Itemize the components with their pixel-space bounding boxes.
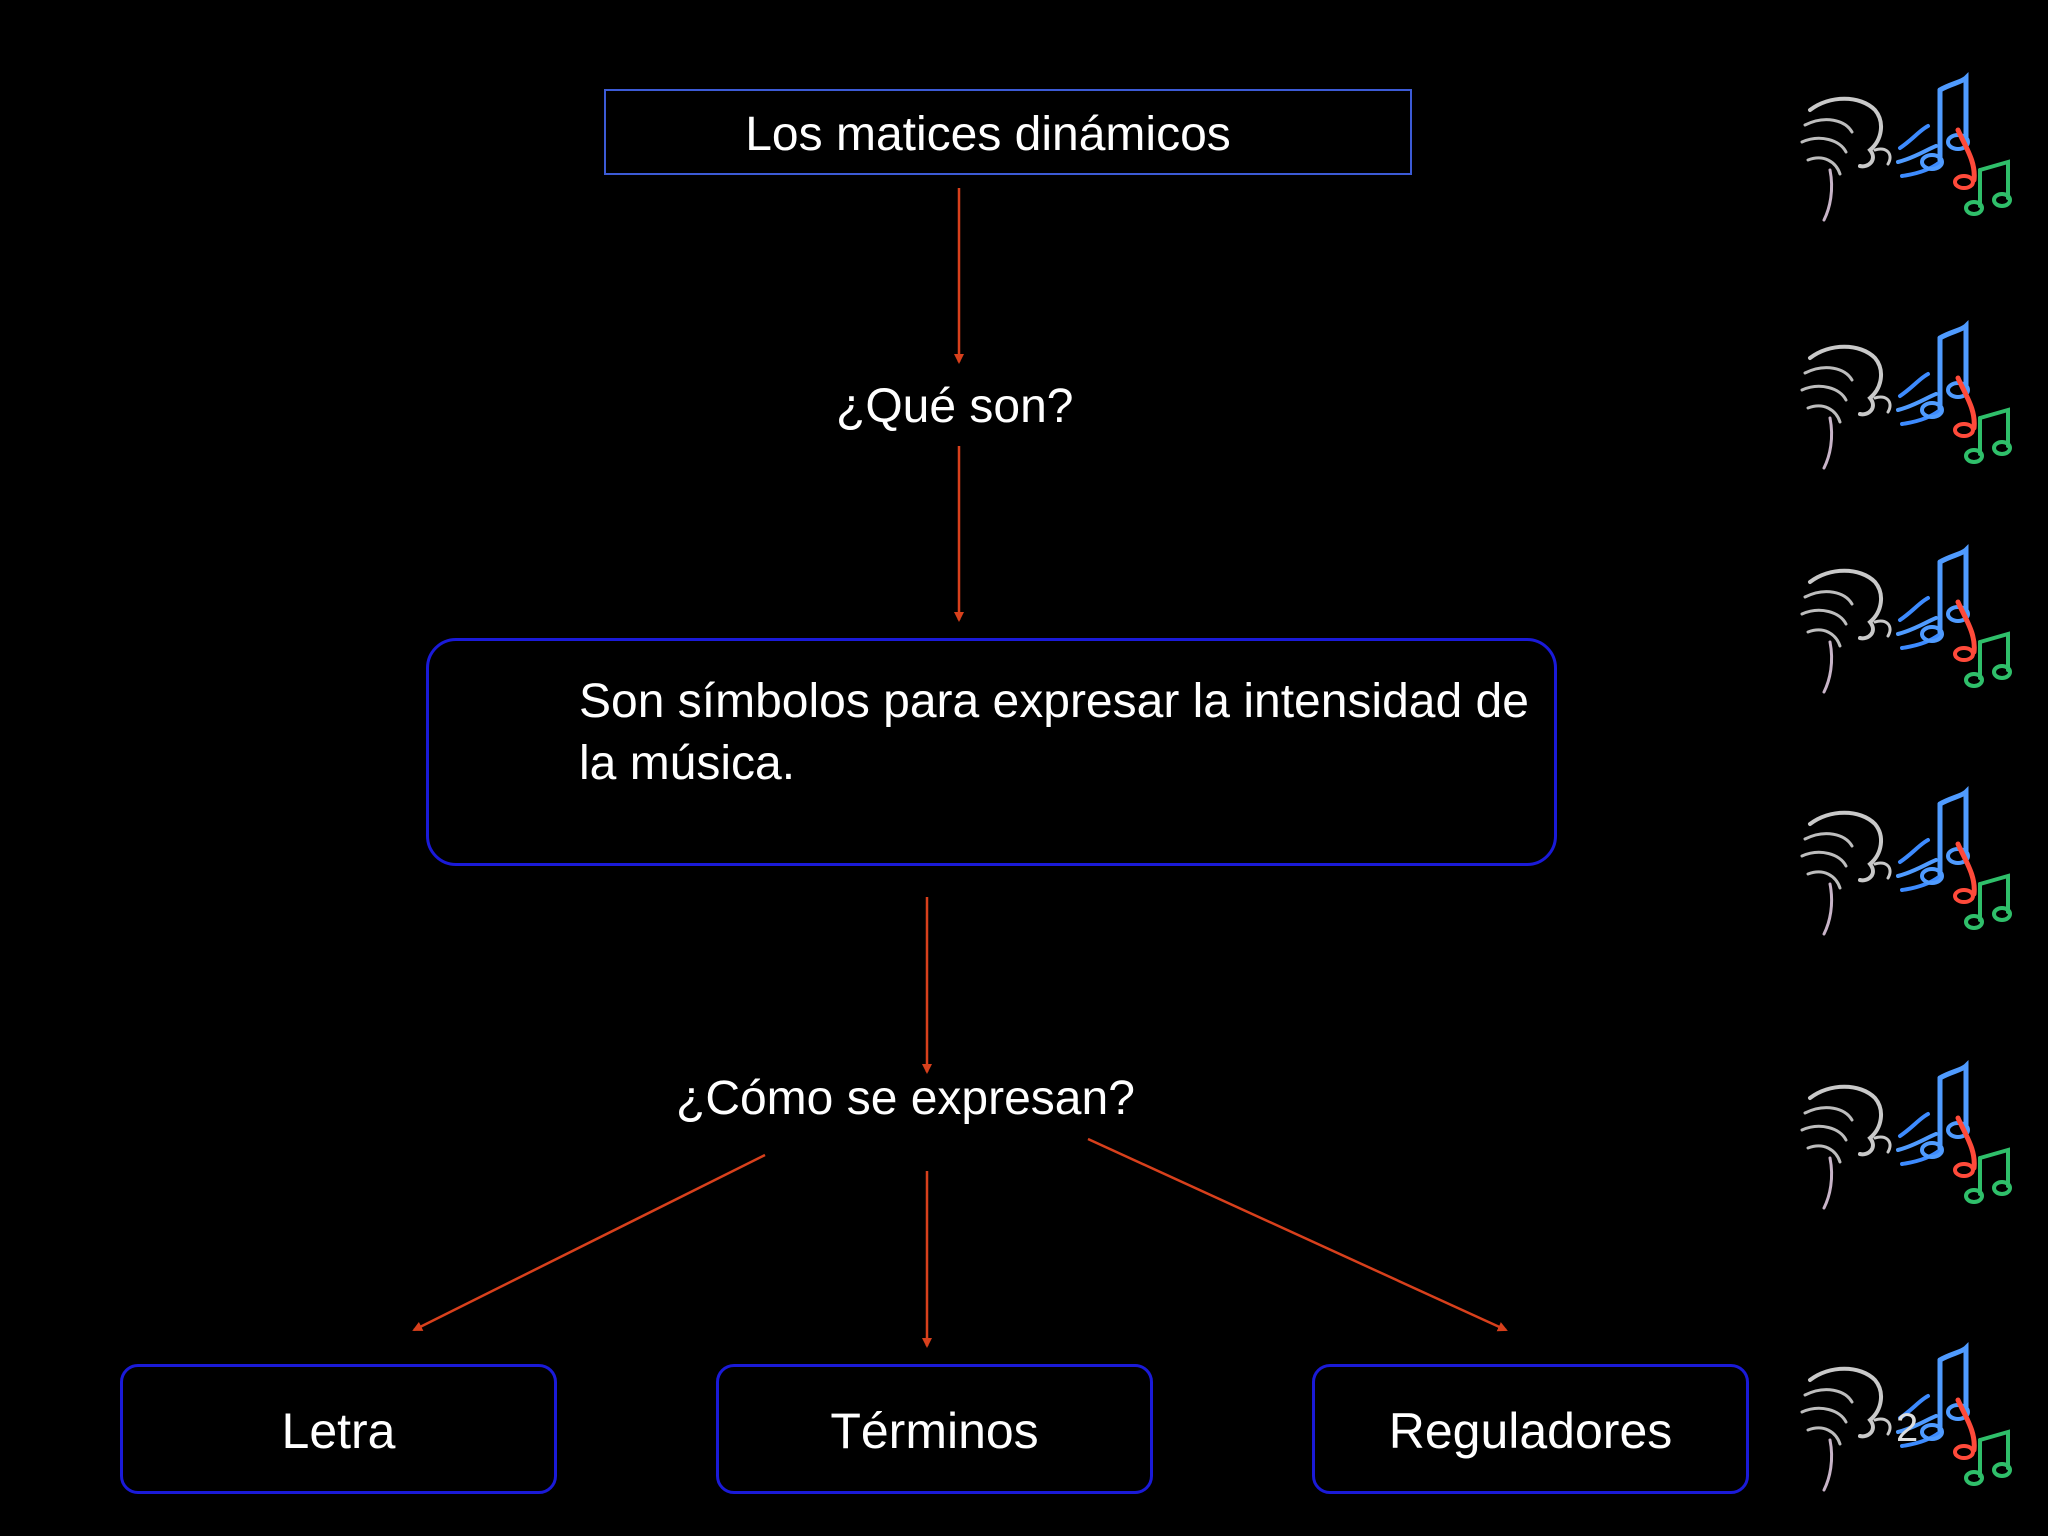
- music-voice-icon: [1790, 318, 2020, 478]
- leaf-box-terminos: Términos: [716, 1364, 1153, 1494]
- arrow-question2-to-reguladores: [1087, 1137, 1508, 1332]
- leaf-label-reguladores: Reguladores: [1388, 1403, 1673, 1459]
- music-voice-icon: [1790, 1340, 2020, 1500]
- music-voice-icon: [1790, 70, 2020, 230]
- question-how-expressed: ¿Cómo se expresan?: [676, 1072, 1135, 1125]
- leaf-box-letra: Letra: [120, 1364, 557, 1494]
- diagram-title: Los matices dinámicos: [745, 108, 1231, 161]
- definition-text: Son símbolos para expresar la intensidad…: [579, 675, 1529, 790]
- arrow-question2-to-letra: [412, 1153, 766, 1332]
- question-what-are-they: ¿Qué son?: [836, 380, 1074, 433]
- definition-box: Son símbolos para expresar la intensidad…: [426, 638, 1557, 866]
- leaf-box-reguladores: Reguladores: [1312, 1364, 1749, 1494]
- music-voice-icon: [1790, 542, 2020, 702]
- leaf-label-letra: Letra: [281, 1403, 396, 1459]
- music-voice-icon: [1790, 784, 2020, 944]
- leaf-label-terminos: Términos: [830, 1403, 1039, 1459]
- page-number: 2: [1896, 1406, 1919, 1450]
- music-voice-icon: [1790, 1058, 2020, 1218]
- title-box: Los matices dinámicos: [604, 89, 1412, 175]
